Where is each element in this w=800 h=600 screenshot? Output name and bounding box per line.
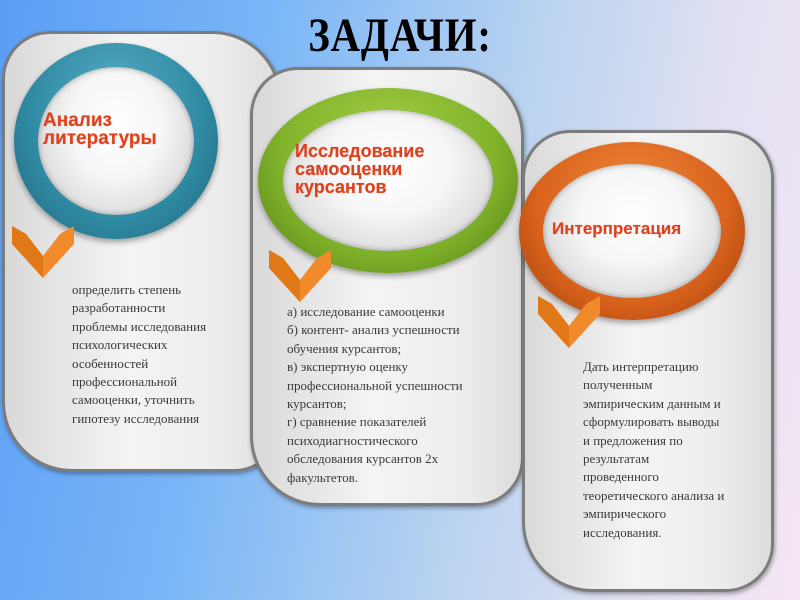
heading-line: самооценки bbox=[295, 159, 403, 179]
body-line: г) сравнение показателей bbox=[287, 414, 427, 430]
green-ring-badge bbox=[258, 88, 518, 273]
body-line: профессиональной bbox=[72, 374, 178, 390]
body-line: психологических bbox=[72, 337, 168, 353]
blue-ring-badge bbox=[14, 43, 218, 239]
heading-line: Исследование bbox=[295, 141, 425, 161]
body-line: обследования курсантов 2х bbox=[287, 451, 439, 467]
body-line: исследования. bbox=[583, 524, 662, 540]
body-line: проблемы исследования bbox=[72, 318, 207, 334]
body-line: Дать интерпретацию bbox=[583, 359, 699, 374]
body-line: эмпирического bbox=[583, 506, 667, 522]
ring-center bbox=[38, 67, 194, 215]
body-line: факультетов. bbox=[287, 469, 359, 485]
heading-line: курсантов bbox=[295, 177, 387, 197]
heading-line: Анализ bbox=[43, 110, 112, 131]
body-line: проведенного bbox=[583, 469, 659, 485]
body-line: разработанности bbox=[72, 300, 166, 316]
card-body-literature-analysis: определить степень разработанности пробл… bbox=[72, 281, 272, 428]
chevron-down-icon bbox=[269, 250, 331, 302]
body-line: полученным bbox=[583, 377, 653, 393]
slide-title: ЗАДАЧИ: bbox=[308, 9, 492, 62]
card-heading-interpretation: Интерпретация bbox=[552, 220, 681, 238]
heading-line: литературы bbox=[43, 128, 157, 149]
heading-line: Интерпретация bbox=[552, 219, 682, 238]
chevron-down-icon bbox=[12, 226, 74, 278]
body-line: и предложения по bbox=[583, 432, 683, 448]
card-body-self-esteem-research: а) исследование самооценки б) контент- а… bbox=[287, 303, 517, 487]
body-line: особенностей bbox=[72, 355, 149, 371]
ring-center bbox=[283, 110, 493, 251]
body-line: а) исследование самооценки bbox=[287, 304, 445, 319]
body-line: обучения курсантов; bbox=[287, 340, 402, 356]
body-line: психодиагностического bbox=[287, 432, 418, 448]
card-body-interpretation: Дать интерпретацию полученным эмпирическ… bbox=[583, 358, 763, 542]
ring-center bbox=[543, 164, 721, 298]
chevron-down-icon bbox=[538, 296, 600, 348]
body-line: гипотезу исследования bbox=[72, 410, 200, 426]
body-line: сформулировать выводы bbox=[583, 414, 720, 430]
body-line: результатам bbox=[583, 451, 650, 467]
body-line: профессиональной успешности bbox=[287, 377, 463, 393]
body-line: теоретического анализа и bbox=[583, 487, 725, 503]
card-heading-literature-analysis: Анализ литературы bbox=[43, 110, 157, 149]
body-line: курсантов; bbox=[287, 396, 347, 412]
body-line: б) контент- анализ успешности bbox=[287, 322, 460, 338]
orange-ring-badge bbox=[519, 142, 745, 320]
body-line: в) экспертную оценку bbox=[287, 359, 409, 375]
body-line: самооценки, уточнить bbox=[72, 392, 195, 408]
body-line: определить степень bbox=[72, 282, 182, 297]
card-heading-self-esteem-research: Исследование самооценки курсантов bbox=[295, 142, 424, 196]
body-line: эмпирическим данным и bbox=[583, 395, 721, 411]
